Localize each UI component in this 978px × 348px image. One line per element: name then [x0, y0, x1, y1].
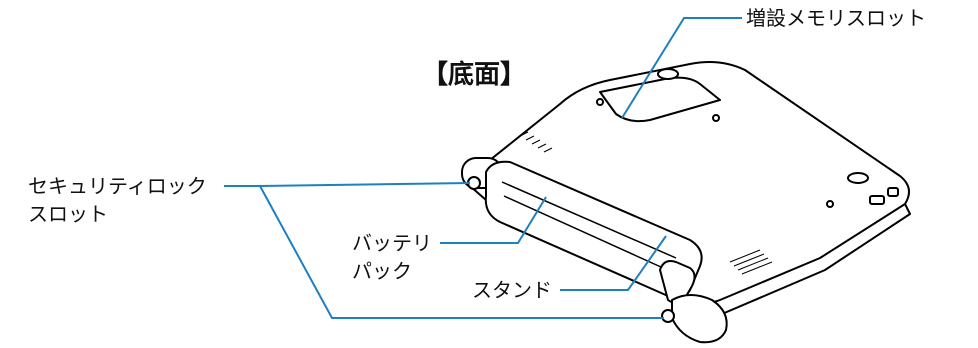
label-security-lock-line2: スロット	[28, 202, 108, 226]
screw	[826, 200, 834, 208]
laptop-illustration	[461, 61, 911, 344]
leader-stand	[560, 235, 667, 291]
leader-battery-pack	[440, 196, 547, 244]
leader-security-lock-lower	[259, 185, 664, 319]
diagram-title: 【底面】	[422, 60, 527, 90]
battery-ridge	[501, 181, 677, 273]
leader-lines	[224, 17, 742, 319]
label-stand: スタンド	[472, 278, 552, 302]
label-battery-line1: バッテリ	[352, 231, 432, 255]
side-port	[887, 187, 899, 197]
memory-slot-cover	[599, 76, 721, 123]
rubber-foot	[847, 172, 869, 184]
label-security-lock-line1: セキュリティロック	[28, 174, 207, 198]
side-port	[869, 195, 885, 205]
vent-grill	[519, 131, 773, 275]
right-security-slot-hole	[661, 309, 675, 323]
screw	[712, 114, 720, 122]
leader-security-lock-upper	[224, 182, 471, 187]
label-memory-slot: 増設メモリスロット	[746, 6, 926, 30]
leader-memory-slot	[621, 17, 742, 119]
rubber-foot	[657, 68, 679, 80]
right-hinge	[671, 294, 728, 344]
screw	[596, 98, 604, 106]
label-battery-line2: パック	[352, 259, 412, 283]
